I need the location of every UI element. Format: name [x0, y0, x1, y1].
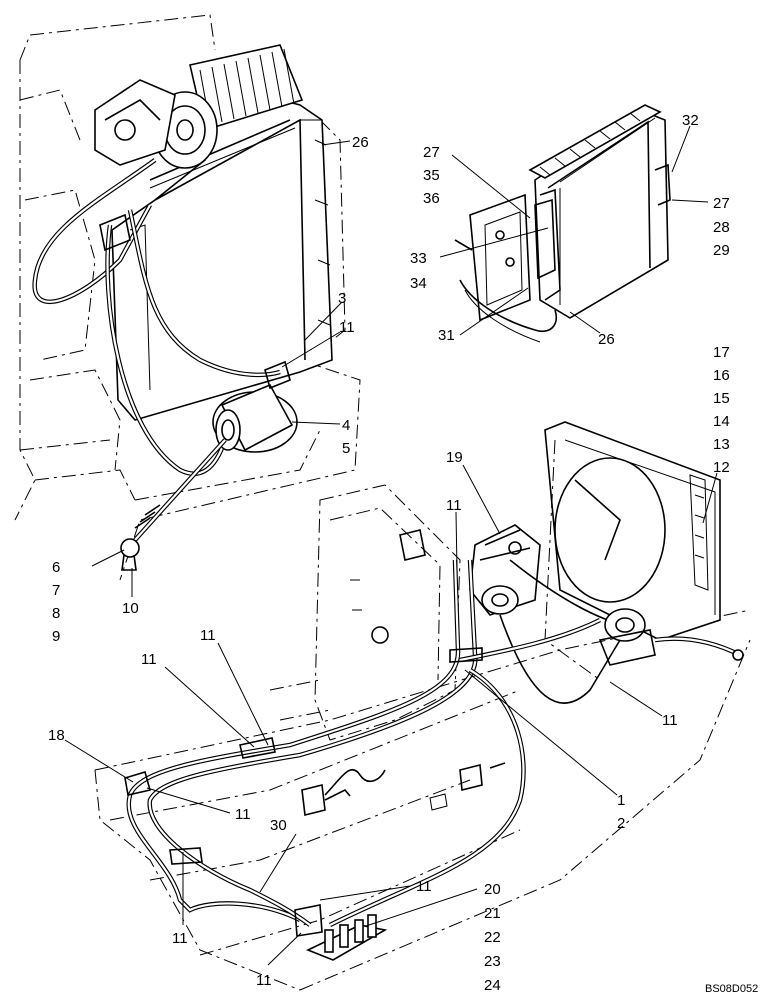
- label-27-condenser: 27: [713, 195, 730, 212]
- receiver-drier-4: [212, 360, 298, 453]
- label-11-clamp-e: 11: [416, 878, 432, 895]
- label-32: 32: [682, 112, 699, 129]
- label-12: 12: [713, 459, 730, 476]
- label-6: 6: [52, 559, 60, 576]
- compressor-pulley-upper: [94, 79, 218, 169]
- label-34: 34: [410, 275, 427, 292]
- label-11-clamp-f: 11: [172, 930, 188, 947]
- label-31: 31: [438, 327, 455, 344]
- label-14: 14: [713, 413, 730, 430]
- label-36: 36: [423, 190, 440, 207]
- leader-lines: [64, 125, 718, 966]
- label-35: 35: [423, 167, 440, 184]
- label-26-condenser: 26: [598, 331, 615, 348]
- hose-clamps: [124, 647, 483, 937]
- label-30: 30: [270, 817, 287, 834]
- callout-labels: 26 3 11 4 5 6 7 8 9 10 27 35 36 33 34 31…: [48, 112, 758, 995]
- electrical-connector-30: [301, 768, 386, 816]
- label-16: 16: [713, 367, 730, 384]
- drawing-code: BS08D052: [705, 983, 758, 995]
- sensor-bracket: [429, 762, 506, 811]
- label-28: 28: [713, 219, 730, 236]
- side-panel: [269, 484, 461, 741]
- label-10: 10: [122, 600, 139, 617]
- label-9: 9: [52, 628, 60, 645]
- radiator-upper: [111, 78, 333, 421]
- label-24: 24: [484, 977, 501, 994]
- label-5: 5: [342, 440, 350, 457]
- label-15: 15: [713, 390, 730, 407]
- label-11-clamp-d: 11: [235, 806, 251, 823]
- label-33: 33: [410, 250, 427, 267]
- label-17: 17: [713, 344, 730, 361]
- label-11: 11: [339, 319, 355, 336]
- condenser-detail: [454, 104, 671, 343]
- lower-belt: [499, 559, 656, 704]
- label-22: 22: [484, 929, 501, 946]
- label-21: 21: [484, 905, 501, 922]
- upper-belt-hoses: [32, 158, 281, 476]
- label-4: 4: [342, 417, 350, 434]
- engine-frame-upper: [14, 14, 361, 581]
- label-18: 18: [48, 727, 65, 744]
- label-11-clamp-a: 11: [200, 627, 216, 644]
- label-19: 19: [446, 449, 463, 466]
- label-20: 20: [484, 881, 501, 898]
- label-11-compressor: 11: [446, 497, 462, 514]
- label-27: 27: [423, 144, 440, 161]
- label-11-clamp-b: 11: [141, 651, 157, 668]
- label-3: 3: [338, 290, 346, 307]
- label-7: 7: [52, 582, 60, 599]
- label-13: 13: [713, 436, 730, 453]
- label-8: 8: [52, 605, 60, 622]
- chassis-lower: [94, 609, 751, 991]
- compressor-19: [469, 524, 541, 616]
- lower-hoses: [126, 559, 744, 928]
- fittings-block-20: [306, 914, 388, 961]
- label-29: 29: [713, 242, 730, 259]
- label-26: 26: [352, 134, 369, 151]
- label-11-clamp-c: 11: [662, 712, 678, 729]
- hose-to-fitting-6: [120, 438, 227, 571]
- label-11-clamp-g: 11: [256, 972, 272, 989]
- label-23: 23: [484, 953, 501, 970]
- label-1: 1: [617, 792, 625, 809]
- label-2: 2: [617, 815, 625, 832]
